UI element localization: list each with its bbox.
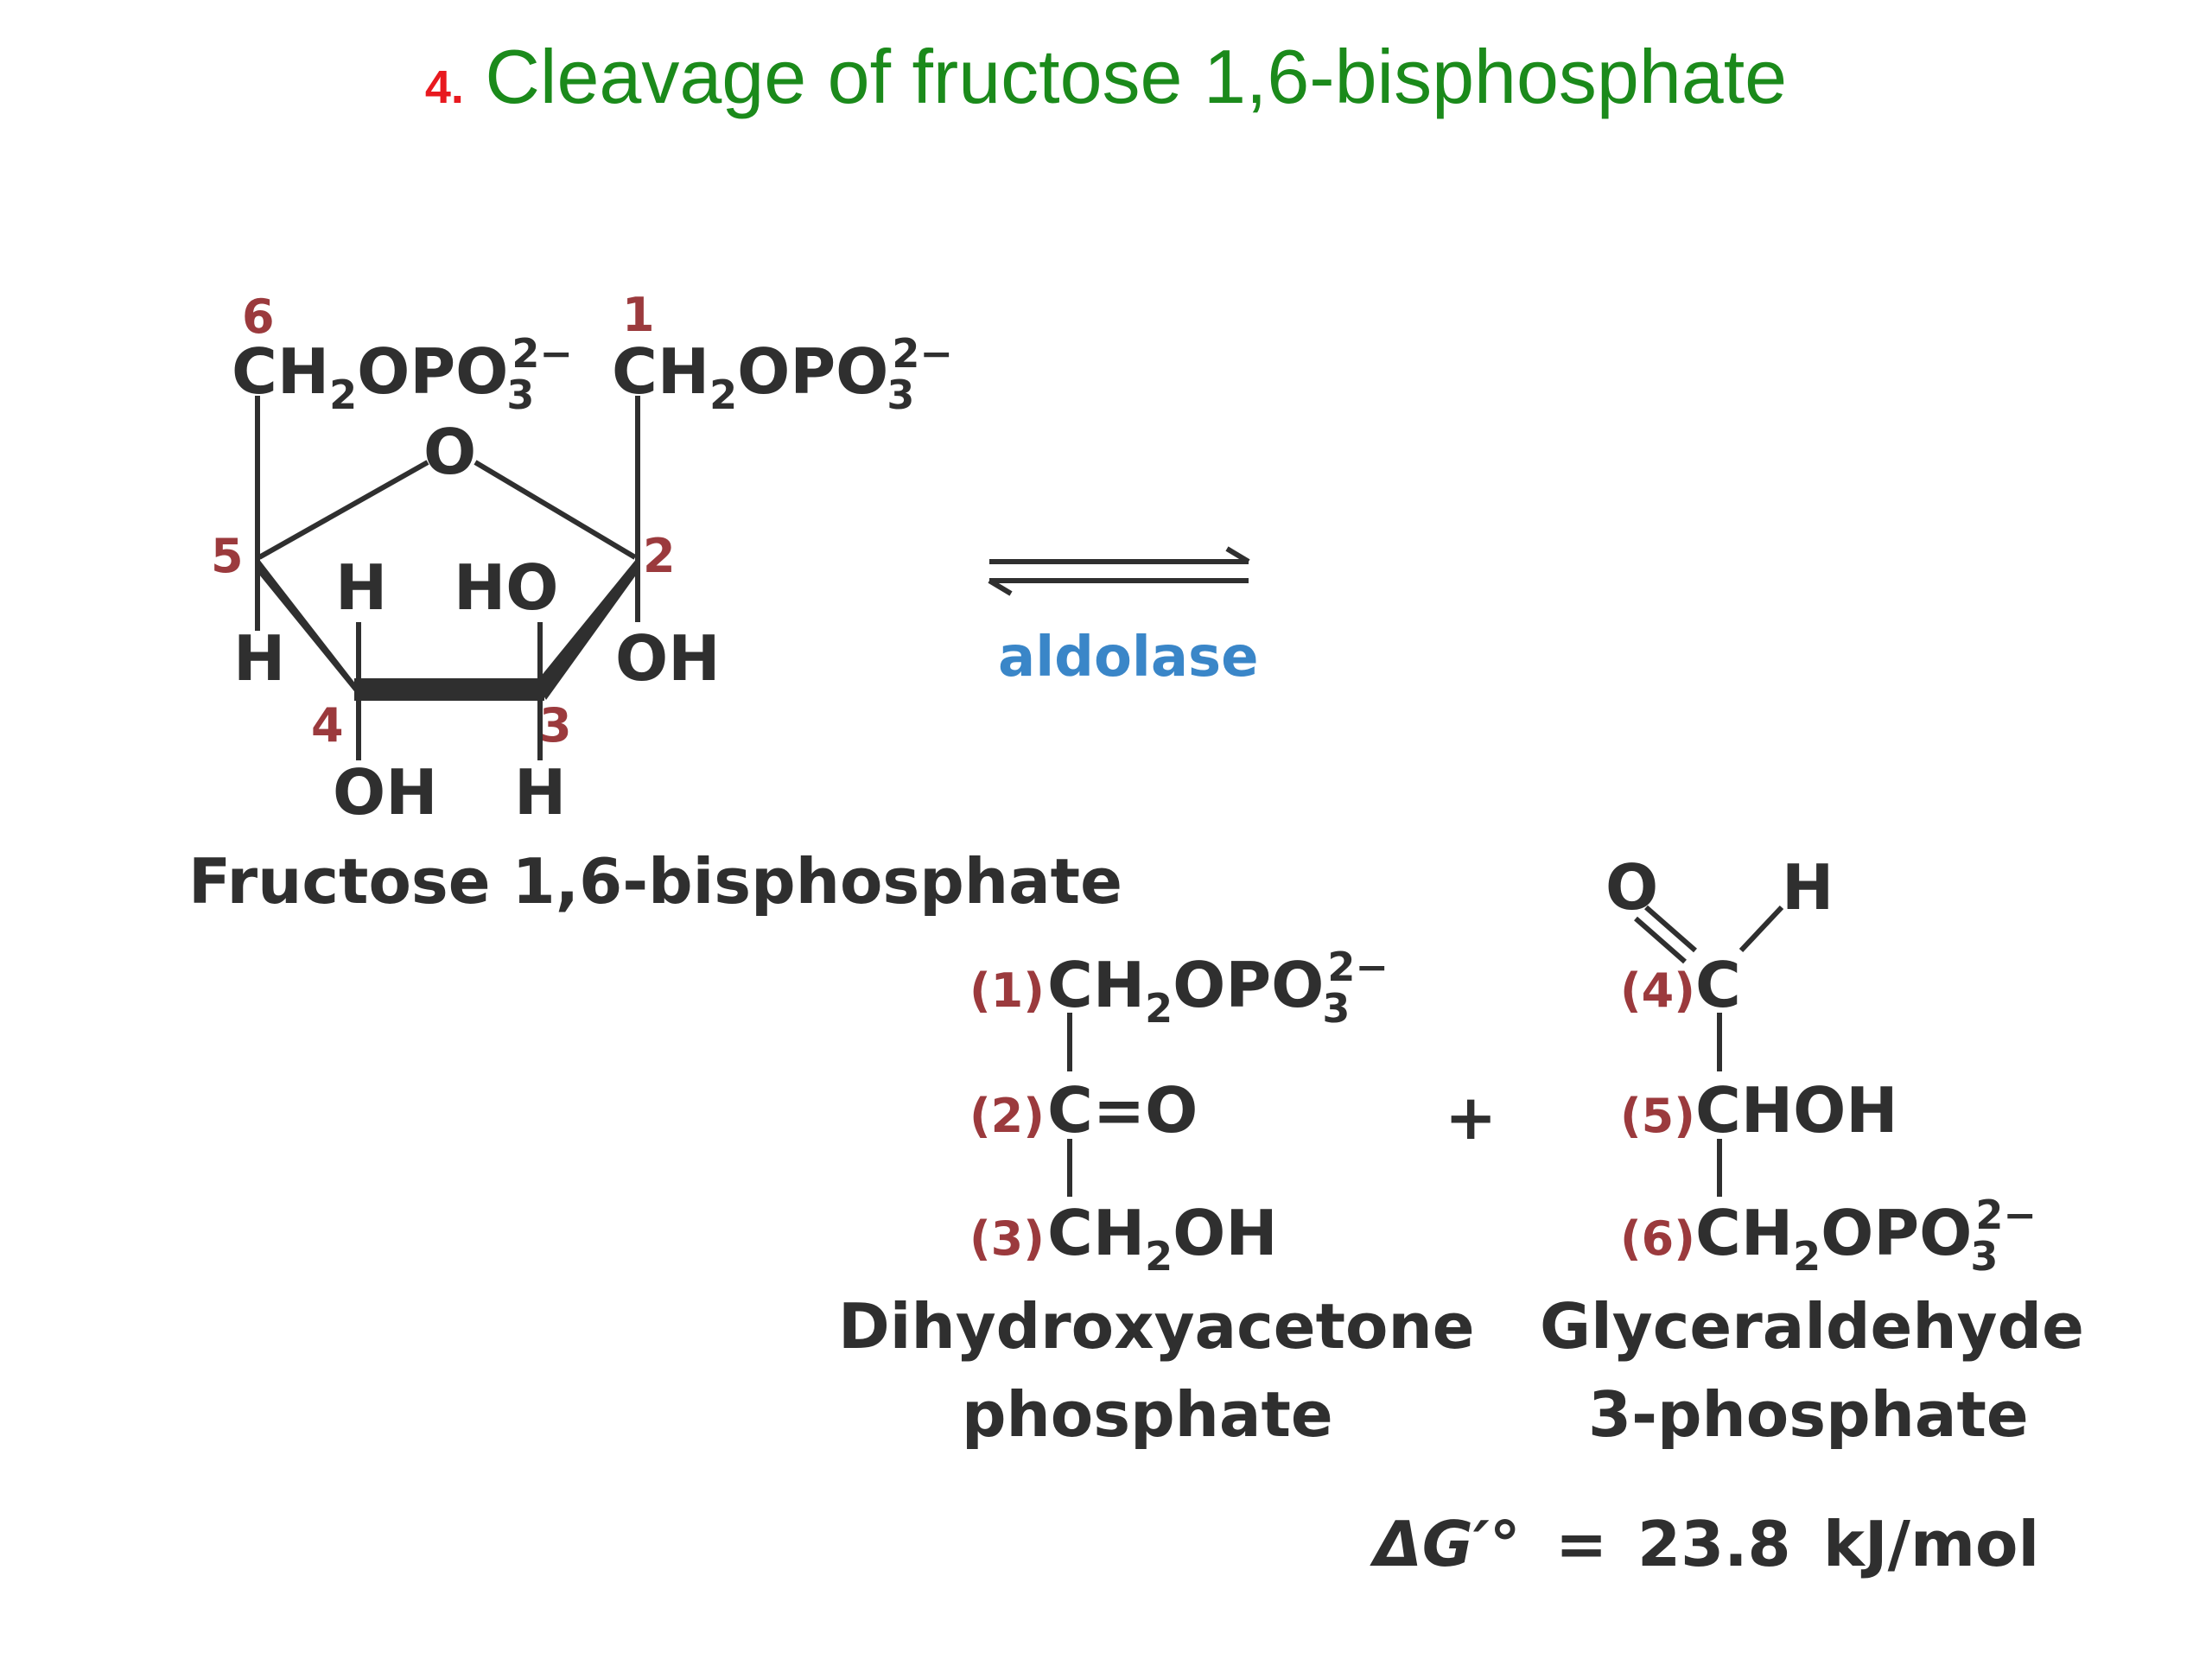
reactant-name: Fructose 1,6-bisphosphate <box>188 845 1122 918</box>
free-energy-value: 23.8 <box>1637 1508 1791 1580</box>
carbon-number-6: 6 <box>242 289 275 344</box>
carbon-number-3: 3 <box>539 698 572 753</box>
dihydroxyacetone-phosphate-structure: (1) CH2OPO32− (2) C=O (3) CH2OH Dihydrox… <box>838 944 1475 1451</box>
c3-lower-h: H <box>514 756 566 829</box>
carbon-number-5: 5 <box>211 529 244 583</box>
product-1-name-line1: Dihydroxyacetone <box>838 1290 1475 1363</box>
g3p-num-6: (6) <box>1620 1211 1695 1266</box>
g3p-c4-group: C <box>1695 949 1741 1021</box>
forward-arrowhead <box>1225 546 1250 564</box>
reverse-arrowhead <box>988 578 1013 596</box>
fructose-bisphosphate-structure: 6 1 5 2 4 3 CH2OPO32− CH2OPO32− O <box>188 288 1122 918</box>
c5-lower-h: H <box>233 622 285 695</box>
c1-phosphate-group: CH2OPO32− <box>612 330 953 418</box>
glyceraldehyde-3-phosphate-structure: O H (4) C (5) CHOH (6) CH2OPO32− Glycera… <box>1540 851 2084 1451</box>
enzyme-label: aldolase <box>998 626 1259 690</box>
title-text: Cleavage of fructose 1,6-bisphosphate <box>485 34 1788 119</box>
c2-oh: OH <box>615 622 720 695</box>
g3p-num-4: (4) <box>1620 963 1695 1018</box>
product-1-name-line2: phosphate <box>962 1378 1333 1451</box>
g3p-num-5: (5) <box>1620 1089 1695 1143</box>
wedge-c2-c3 <box>536 557 639 700</box>
dhap-num-3: (3) <box>969 1211 1045 1266</box>
equilibrium-arrows <box>988 546 1250 596</box>
dhap-num-2: (2) <box>969 1089 1045 1143</box>
g3p-c5-group: CHOH <box>1695 1074 1898 1147</box>
dhap-num-1: (1) <box>969 963 1045 1018</box>
carbon-number-1: 1 <box>622 288 655 342</box>
bond-c5-o <box>257 460 429 560</box>
slide-title: 4. Cleavage of fructose 1,6-bisphosphate <box>0 33 2212 121</box>
carbon-number-2: 2 <box>643 529 676 583</box>
dhap-c1-group: CH2OPO32− <box>1047 944 1389 1032</box>
bold-bond-c4-c3 <box>354 678 544 701</box>
dhap-c3-group: CH2OH <box>1047 1197 1278 1280</box>
free-energy-statement: ΔG′° = 23.8 kJ/mol <box>1370 1508 2039 1580</box>
carbon-number-4: 4 <box>311 698 344 753</box>
bond-o-c2 <box>474 460 637 560</box>
c4-upper-h: H <box>335 551 387 624</box>
c3-upper-ho: HO <box>454 551 558 624</box>
free-energy-unit: kJ/mol <box>1823 1508 2039 1580</box>
dhap-c2-group: C=O <box>1047 1074 1198 1147</box>
delta-g-symbol: ΔG′° <box>1370 1508 1521 1580</box>
product-2-name-line2: 3-phosphate <box>1588 1378 2029 1451</box>
c4-lower-oh: OH <box>333 756 437 829</box>
c6-phosphate-group: CH2OPO32− <box>232 330 573 418</box>
equals-sign: = <box>1555 1508 1607 1580</box>
g3p-aldehyde-hydrogen: H <box>1782 851 1834 924</box>
product-2-name-line1: Glyceraldehyde <box>1540 1290 2084 1363</box>
ring-oxygen: O <box>423 416 476 488</box>
plus-sign: + <box>1445 1081 1497 1154</box>
title-number: 4. <box>424 61 464 113</box>
g3p-c6-group: CH2OPO32− <box>1695 1192 2037 1280</box>
